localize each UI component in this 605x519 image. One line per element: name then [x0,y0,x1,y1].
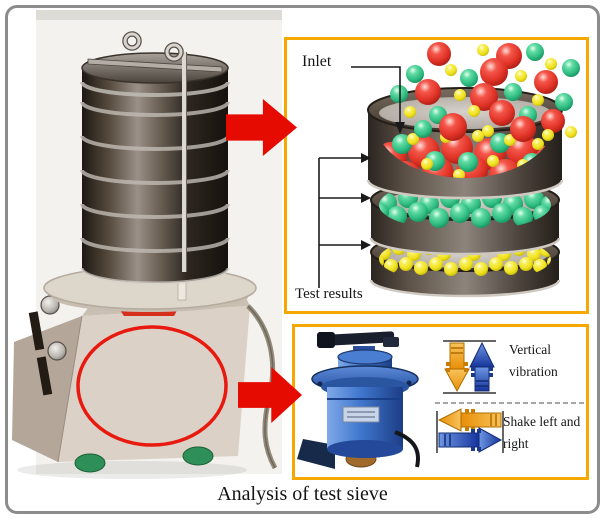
motor-handle [322,331,395,346]
green-ball [408,202,428,222]
green-ball [562,59,580,77]
sieve-diagram [318,42,580,298]
right-arrow-blue [438,427,503,453]
eye-bolt [123,32,141,50]
test-results-label: Test results [295,286,363,302]
yellow-ball [487,155,499,167]
green-ball [471,208,491,228]
yellow-ball [421,158,433,170]
vibration-motor-panel: Vertical vibration Shake left and right [292,324,589,480]
test-results-bracket [318,153,371,288]
motor-cable [394,430,420,468]
sieve-shaker-illustration [12,10,282,479]
up-arrow-blue [469,341,495,392]
vertical-vibration-arrows-icon [443,340,496,394]
green-ball [458,152,478,172]
green-ball [504,83,522,101]
photo-backdrop-band [36,10,282,20]
yellow-ball [482,125,494,137]
red-ball [427,42,451,66]
shake-arrows-icon [436,408,504,453]
green-ball [429,208,449,228]
yellow-ball [474,262,488,276]
yellow-ball [404,106,416,118]
yellow-ball [542,129,554,141]
green-ball [460,69,478,87]
foot [74,453,106,473]
red-ball [510,116,536,142]
yellow-ball [515,70,527,82]
yellow-ball [445,64,457,76]
green-ball [450,203,470,223]
motor-nameplate [342,406,380,423]
shake-label: Shake left and right [503,414,581,452]
yellow-ball [454,89,466,101]
falling-balls [390,42,580,142]
red-ball [415,79,441,105]
green-ball [414,120,432,138]
green-ball [526,43,544,61]
control-knob [40,295,60,315]
red-ball [470,83,498,111]
yellow-ball [532,138,544,150]
red-circle-mark [76,325,228,447]
vertical-vibration-label: Vertical vibration [509,342,558,380]
red-ball [489,100,515,126]
green-ball [513,207,533,227]
green-ball [492,203,512,223]
yellow-ball [399,257,413,271]
vibration-motor [297,331,420,469]
yellow-ball [532,94,544,106]
yellow-ball [504,261,518,275]
yellow-ball [414,261,428,275]
clamp-bar [87,58,223,73]
green-ball [390,85,408,103]
yellow-ball [565,126,577,138]
yellow-ball [477,44,489,56]
green-ball [555,93,573,111]
motor-illustration [297,331,584,469]
foot [182,446,214,466]
yellow-ball [429,257,443,271]
sieve-shaker-photo [12,10,292,480]
red-ball [439,113,467,141]
yellow-ball [545,58,557,70]
sieve-analysis-panel: Inlet Test results [284,37,589,314]
yellow-ball [519,257,533,271]
yellow-ball [444,262,458,276]
figure-caption: Analysis of test sieve [217,483,388,505]
yellow-ball [459,257,473,271]
yellow-ball [468,105,480,117]
down-arrow-orange [444,342,470,393]
yellow-ball [453,169,465,178]
red-ball [534,70,558,94]
inlet-arrow [351,66,405,134]
yellow-ball [489,257,503,271]
red-ball [480,58,508,86]
red-ball [541,109,565,133]
green-ball [406,65,424,83]
eye-bolt [165,43,183,61]
inlet-label: Inlet [302,53,332,70]
control-knob [47,341,67,361]
yellow-ball [472,130,484,142]
left-arrow-orange [437,408,502,432]
yellow-ball [407,133,419,145]
sieve-stack [80,31,230,285]
